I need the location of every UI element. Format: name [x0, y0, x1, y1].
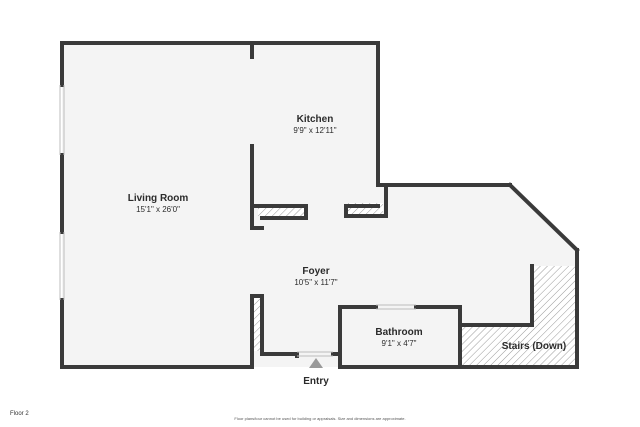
kitchen-counter-left	[258, 208, 304, 216]
kitchen-dims: 9'9" x 12'11"	[293, 126, 336, 135]
living-room-name: Living Room	[128, 193, 189, 204]
entry-arrow-icon	[309, 358, 323, 368]
foyer-name: Foyer	[302, 266, 329, 277]
disclaimer-text: Floor plans/tour cannot be used for buil…	[234, 416, 406, 421]
windows	[59, 85, 416, 357]
floor-label: Floor 2	[10, 411, 29, 417]
entry-label: Entry	[303, 376, 329, 387]
walls	[60, 41, 580, 369]
stairs-name: Stairs (Down)	[502, 341, 566, 352]
floor-area	[62, 43, 577, 367]
bathroom-name: Bathroom	[375, 327, 422, 338]
kitchen-name: Kitchen	[297, 114, 334, 125]
foyer-dims: 10'5" x 11'7"	[294, 278, 337, 287]
foyer-closet-hatch	[254, 296, 261, 351]
bathroom-dims: 9'1" x 4'7"	[382, 339, 417, 348]
living-room-dims: 15'1" x 26'0"	[136, 205, 180, 214]
stairs-area	[460, 266, 577, 367]
kitchen-counter-right	[348, 203, 383, 214]
